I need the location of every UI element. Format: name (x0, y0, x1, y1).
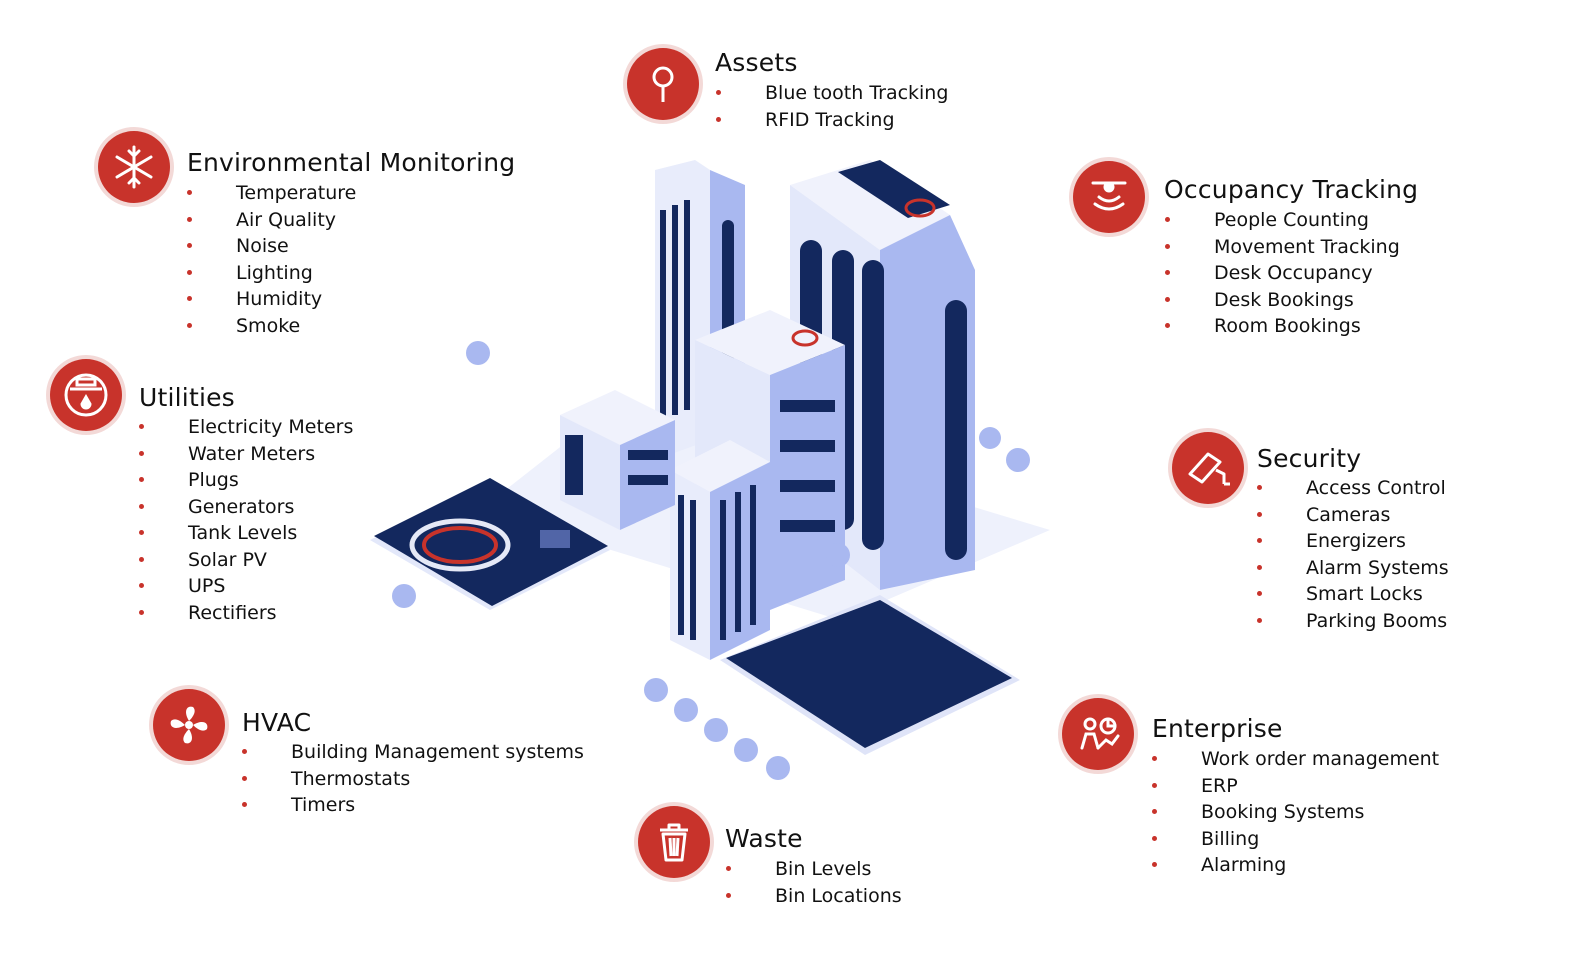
list-item: Alarm Systems (1257, 555, 1449, 582)
list-item: Movement Tracking (1165, 234, 1400, 261)
analytics-icon (1062, 698, 1134, 770)
list-item: Cameras (1257, 502, 1449, 529)
list-item: ERP (1152, 773, 1439, 800)
list-item: Smoke (187, 313, 356, 340)
list-item: Thermostats (242, 766, 584, 793)
dashboard-panel-left (370, 478, 610, 610)
list-item: Access Control (1257, 475, 1449, 502)
assets-items: Blue tooth Tracking RFID Tracking (716, 80, 948, 133)
list-item: Tank Levels (139, 520, 353, 547)
list-item: RFID Tracking (716, 107, 948, 134)
list-item: Alarming (1152, 852, 1439, 879)
sensor-icon (1073, 161, 1145, 233)
enterprise-title: Enterprise (1152, 714, 1283, 743)
meter-icon (50, 359, 122, 431)
list-item: Temperature (187, 180, 356, 207)
list-item: Smart Locks (1257, 581, 1449, 608)
list-item: Timers (242, 792, 584, 819)
occupancy-tracking-items: People Counting Movement Tracking Desk O… (1165, 207, 1400, 340)
list-item: Desk Bookings (1165, 287, 1400, 314)
list-item: UPS (139, 573, 353, 600)
pin-icon (627, 48, 699, 120)
utilities-items: Electricity Meters Water Meters Plugs Ge… (139, 414, 353, 626)
list-item: Work order management (1152, 746, 1439, 773)
occupancy-tracking-title: Occupancy Tracking (1164, 175, 1419, 204)
assets-title: Assets (715, 48, 798, 77)
list-item: Generators (139, 494, 353, 521)
utilities-title: Utilities (139, 383, 235, 412)
trees (392, 341, 1030, 780)
list-item: Plugs (139, 467, 353, 494)
list-item: Humidity (187, 286, 356, 313)
list-item: Desk Occupancy (1165, 260, 1400, 287)
list-item: Energizers (1257, 528, 1449, 555)
list-item: Bin Levels (726, 856, 902, 883)
tower-front (670, 440, 770, 660)
list-item: Room Bookings (1165, 313, 1400, 340)
list-item: Bin Locations (726, 883, 902, 910)
smart-building-illustration (370, 160, 1050, 780)
list-item: Solar PV (139, 547, 353, 574)
environmental-monitoring-items: Temperature Air Quality Noise Lighting H… (187, 180, 356, 339)
list-item: Building Management systems (242, 739, 584, 766)
environmental-monitoring-title: Environmental Monitoring (187, 148, 516, 177)
dashboard-panel-right (720, 595, 1020, 755)
building-small-left (560, 390, 675, 530)
hvac-items: Building Management systems Thermostats … (242, 739, 584, 819)
list-item: Water Meters (139, 441, 353, 468)
list-item: Billing (1152, 826, 1439, 853)
snowflake-icon (98, 131, 170, 203)
list-item: Electricity Meters (139, 414, 353, 441)
hvac-title: HVAC (242, 708, 312, 737)
list-item: Booking Systems (1152, 799, 1439, 826)
bin-icon (638, 806, 710, 878)
list-item: Lighting (187, 260, 356, 287)
waste-title: Waste (725, 824, 803, 853)
list-item: Blue tooth Tracking (716, 80, 948, 107)
security-items: Access Control Cameras Energizers Alarm … (1257, 475, 1449, 634)
enterprise-items: Work order management ERP Booking System… (1152, 746, 1439, 879)
list-item: People Counting (1165, 207, 1400, 234)
fan-icon (153, 689, 225, 761)
list-item: Air Quality (187, 207, 356, 234)
list-item: Noise (187, 233, 356, 260)
waste-items: Bin Levels Bin Locations (726, 856, 902, 909)
security-title: Security (1257, 444, 1362, 473)
camera-icon (1172, 432, 1244, 504)
list-item: Rectifiers (139, 600, 353, 627)
list-item: Parking Booms (1257, 608, 1449, 635)
